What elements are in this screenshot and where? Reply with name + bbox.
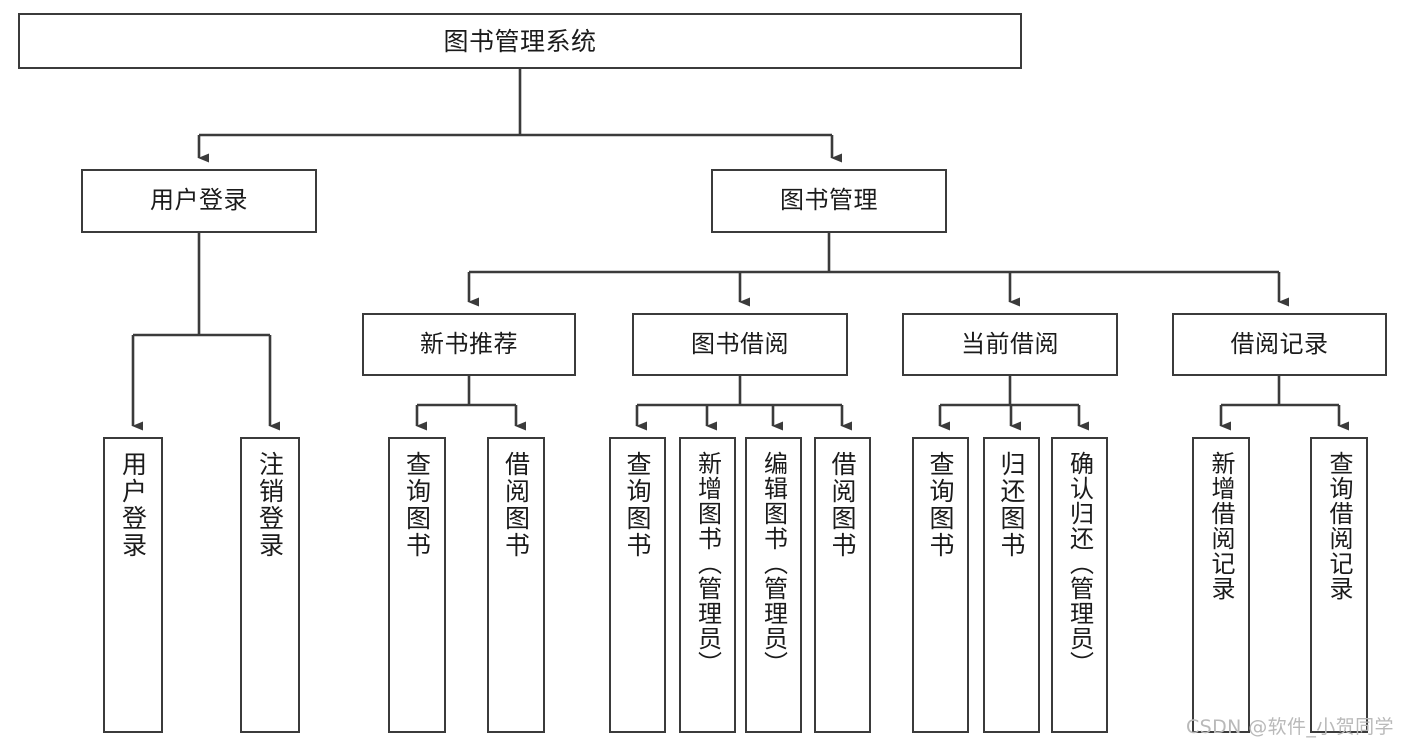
node-leaf-query-book-borrow-label: 查询图书 [623, 451, 652, 559]
node-current-borrow-label: 当前借阅 [961, 329, 1059, 358]
node-leaf-query-borrow-record-label: 查询借阅记录 [1325, 451, 1353, 601]
node-leaf-confirm-return-label: 确认归还（管理员） [1065, 451, 1094, 676]
node-leaf-return-book[interactable]: 归还图书 [983, 437, 1040, 733]
node-book-management-label: 图书管理 [780, 186, 878, 215]
node-leaf-add-book-label: 新增图书（管理员） [693, 451, 722, 676]
node-new-book-recommend-label: 新书推荐 [420, 329, 518, 358]
node-leaf-query-book-current-label: 查询图书 [926, 451, 955, 559]
node-current-borrow[interactable]: 当前借阅 [902, 313, 1118, 376]
node-leaf-borrow-book-recommend[interactable]: 借阅图书 [487, 437, 545, 733]
node-leaf-edit-book[interactable]: 编辑图书（管理员） [745, 437, 802, 733]
node-leaf-add-book[interactable]: 新增图书（管理员） [679, 437, 736, 733]
node-leaf-user-login[interactable]: 用户登录 [103, 437, 163, 733]
node-book-borrow-label: 图书借阅 [691, 329, 789, 358]
node-leaf-query-borrow-record[interactable]: 查询借阅记录 [1310, 437, 1368, 733]
node-leaf-query-book-recommend[interactable]: 查询图书 [388, 437, 446, 733]
node-user-login[interactable]: 用户登录 [81, 169, 317, 233]
node-leaf-borrow-book[interactable]: 借阅图书 [814, 437, 871, 733]
node-leaf-logout[interactable]: 注销登录 [240, 437, 300, 733]
node-root-label: 图书管理系统 [443, 26, 597, 56]
node-leaf-query-book-borrow[interactable]: 查询图书 [609, 437, 666, 733]
node-leaf-query-book-recommend-label: 查询图书 [402, 451, 432, 559]
node-leaf-borrow-book-label: 借阅图书 [828, 451, 857, 559]
node-leaf-query-book-current[interactable]: 查询图书 [912, 437, 969, 733]
csdn-watermark: CSDN @软件_小贺同学 [1186, 716, 1394, 738]
node-user-login-label: 用户登录 [150, 186, 248, 215]
node-leaf-user-login-label: 用户登录 [118, 451, 148, 559]
node-new-book-recommend[interactable]: 新书推荐 [362, 313, 576, 376]
node-leaf-edit-book-label: 编辑图书（管理员） [759, 451, 788, 676]
node-leaf-add-borrow-record-label: 新增借阅记录 [1207, 451, 1235, 601]
node-leaf-add-borrow-record[interactable]: 新增借阅记录 [1192, 437, 1250, 733]
node-book-borrow[interactable]: 图书借阅 [632, 313, 848, 376]
node-borrow-record-label: 借阅记录 [1230, 329, 1329, 358]
node-leaf-borrow-book-recommend-label: 借阅图书 [501, 451, 531, 559]
node-book-management[interactable]: 图书管理 [711, 169, 947, 233]
node-leaf-return-book-label: 归还图书 [997, 451, 1026, 559]
node-leaf-logout-label: 注销登录 [255, 451, 285, 559]
node-borrow-record[interactable]: 借阅记录 [1172, 313, 1387, 376]
node-root[interactable]: 图书管理系统 [18, 13, 1022, 69]
node-leaf-confirm-return[interactable]: 确认归还（管理员） [1051, 437, 1108, 733]
